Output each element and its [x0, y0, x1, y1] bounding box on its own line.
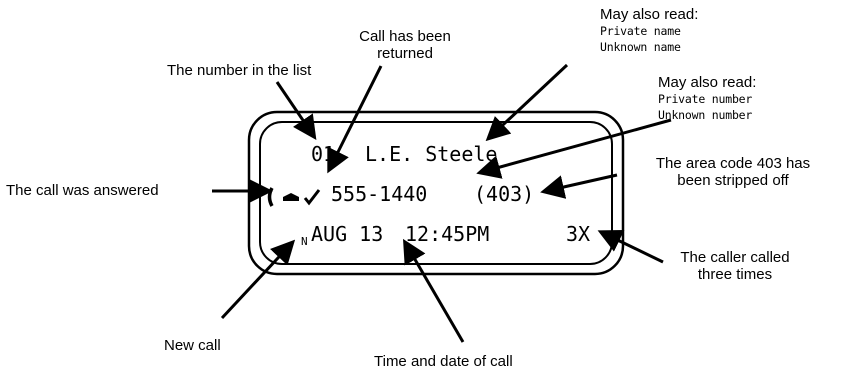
callout-caller-times-line1: The caller called	[680, 249, 790, 266]
callout-name-alt-private: Private name	[600, 24, 681, 38]
caller-name: L.E. Steele	[365, 142, 498, 166]
callout-area-code-line2: been stripped off	[677, 172, 789, 189]
repeat-count: 3X	[566, 222, 591, 246]
answered-phone-icon	[267, 187, 321, 207]
arrow-call-returned	[327, 65, 383, 174]
callout-name-alt-unknown: Unknown name	[600, 40, 681, 54]
arrow-area-code	[540, 173, 618, 199]
returned-check-icon	[303, 189, 321, 206]
callout-number-alt-private: Private number	[658, 92, 753, 106]
caller-number: 555-1440	[331, 182, 428, 206]
arrow-caller-times	[597, 230, 664, 264]
callout-area-code-line1: The area code 403 has	[655, 155, 811, 172]
callout-time-date: Time and date of call	[374, 353, 513, 370]
callout-area-code: The area code 403 has been stripped off	[622, 155, 844, 189]
callout-call-returned-line1: Call has been	[359, 28, 451, 45]
arrow-new-call	[220, 239, 296, 320]
callout-call-returned: Call has been returned	[340, 28, 470, 62]
callout-call-returned-line2: returned	[377, 45, 433, 62]
arrow-time-date	[402, 238, 465, 343]
callout-new-call: New call	[164, 337, 221, 354]
list-index: 01	[311, 142, 336, 166]
callout-name-alt-header: May also read:	[600, 6, 699, 23]
new-call-flag: N	[301, 235, 308, 248]
callout-call-answered: The call was answered	[6, 182, 159, 199]
callout-caller-times: The caller called three times	[660, 249, 810, 283]
callout-number-alt-header: May also read:	[658, 74, 757, 91]
call-time: 12:45PM	[405, 222, 490, 246]
callout-number-alt-unknown: Unknown number	[658, 108, 753, 122]
arrow-name-alt	[485, 63, 569, 142]
call-date: AUG 13	[311, 222, 384, 246]
area-code: (403)	[474, 182, 535, 206]
callout-caller-times-line2: three times	[697, 266, 773, 283]
callout-number-in-list: The number in the list	[167, 62, 312, 79]
arrow-number-alt	[476, 118, 672, 179]
arrow-number-in-list	[275, 81, 317, 140]
callout-number-alternatives: May also read: Private number Unknown nu…	[658, 74, 808, 123]
callout-name-alternatives: May also read: Private name Unknown name	[600, 6, 740, 55]
